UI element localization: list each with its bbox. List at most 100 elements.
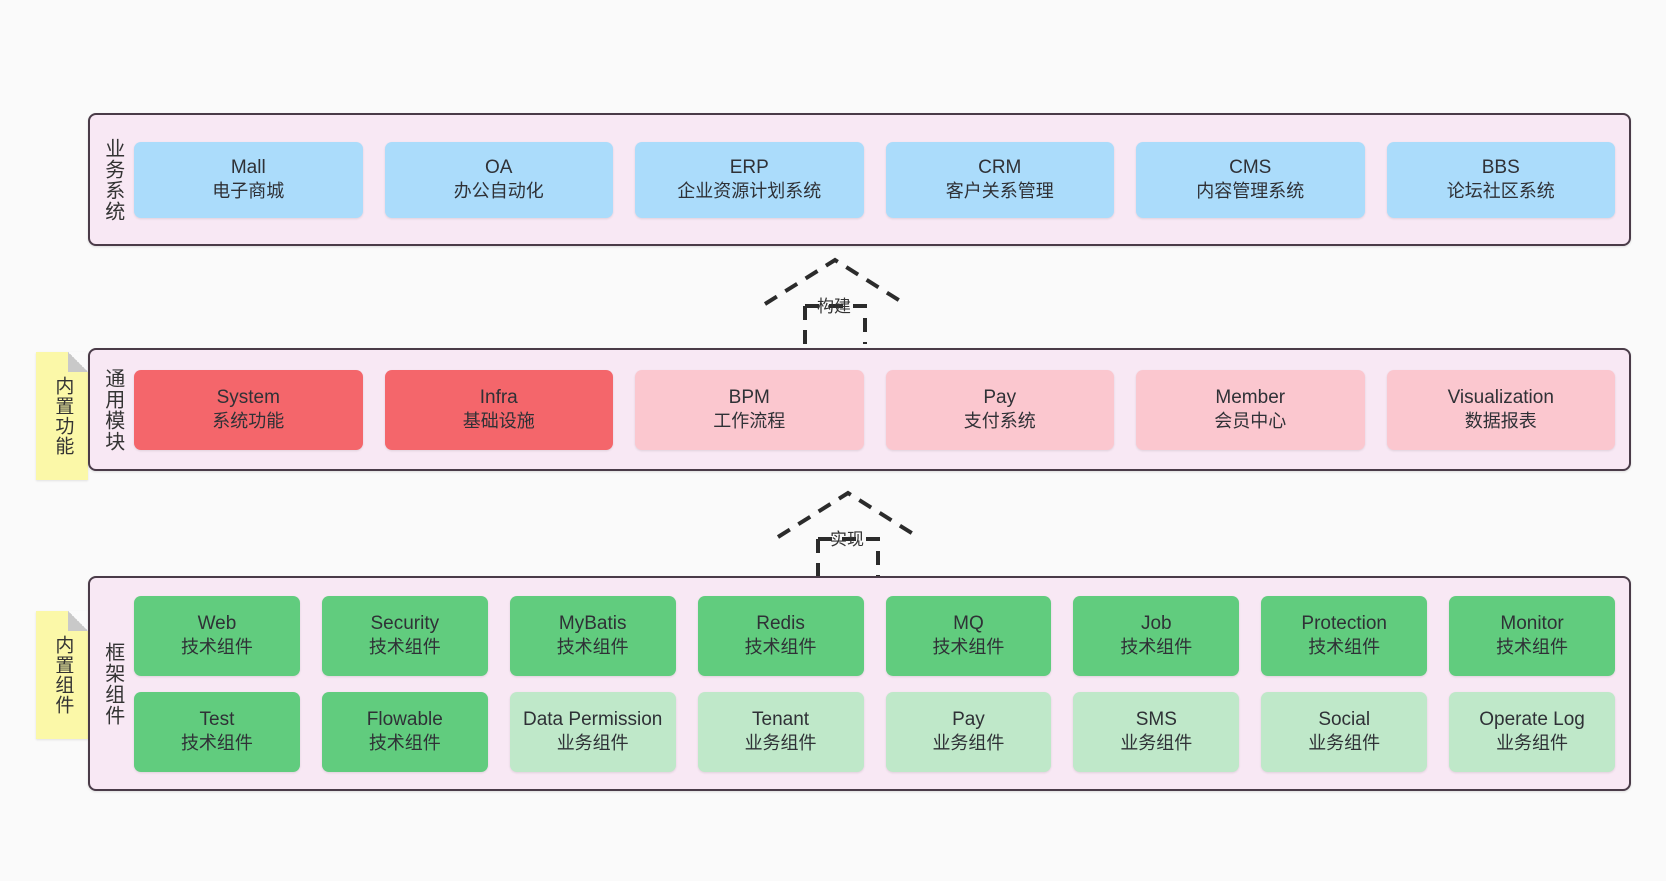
card-monitor[interactable]: Monitor 技术组件: [1449, 595, 1615, 676]
card-job-desc: 技术组件: [1120, 637, 1193, 658]
card-cms-name: CMS: [1229, 157, 1272, 179]
card-operate-log[interactable]: Operate Log 业务组件: [1449, 691, 1615, 772]
card-tenant-desc: 业务组件: [744, 733, 817, 754]
card-sms-name: SMS: [1135, 709, 1177, 731]
card-erp-desc: 企业资源计划系统: [677, 181, 822, 202]
layer-business-title: 业务系统: [101, 137, 124, 222]
card-operate-log-name: Operate Log: [1479, 709, 1585, 731]
card-data-permission[interactable]: Data Permission 业务组件: [509, 691, 676, 772]
card-social-desc: 业务组件: [1308, 733, 1381, 754]
card-test[interactable]: Test 技术组件: [134, 691, 300, 772]
layer-common-modules: 通用模块 System 系统功能 Infra 基础设施 BPM 工作流程 Pay…: [88, 348, 1631, 471]
layer-business-body: Mall 电子商城 OA 办公自动化 ERP 企业资源计划系统 CRM 客户关系…: [134, 115, 1629, 244]
card-redis[interactable]: Redis 技术组件: [697, 595, 864, 676]
card-crm-name: CRM: [978, 157, 1022, 179]
card-system-name: System: [216, 387, 280, 409]
card-data-permission-desc: 业务组件: [556, 733, 629, 754]
card-sms-desc: 业务组件: [1120, 733, 1193, 754]
arrow-build-label: 构建: [817, 297, 851, 316]
card-flowable-name: Flowable: [366, 709, 443, 731]
card-oa-name: OA: [485, 157, 513, 179]
card-monitor-name: Monitor: [1500, 613, 1564, 635]
card-pay-component-name: Pay: [952, 709, 985, 731]
card-protection[interactable]: Protection 技术组件: [1261, 595, 1428, 676]
card-security-name: Security: [370, 613, 440, 635]
card-mq[interactable]: MQ 技术组件: [885, 595, 1052, 676]
card-bbs[interactable]: BBS 论坛社区系统: [1386, 141, 1615, 218]
card-data-permission-name: Data Permission: [522, 709, 663, 731]
arrow-build: 构建: [755, 256, 915, 344]
card-bpm[interactable]: BPM 工作流程: [635, 369, 864, 450]
common-card-row: System 系统功能 Infra 基础设施 BPM 工作流程 Pay 支付系统…: [134, 369, 1615, 450]
card-test-name: Test: [199, 709, 235, 731]
card-cms-desc: 内容管理系统: [1196, 181, 1305, 202]
card-sms[interactable]: SMS 业务组件: [1073, 691, 1240, 772]
card-social-name: Social: [1318, 709, 1371, 731]
card-system-desc: 系统功能: [212, 411, 285, 432]
card-member-name: Member: [1215, 387, 1286, 409]
framework-tech-row: Web 技术组件 Security 技术组件 MyBatis 技术组件 Redi…: [134, 595, 1615, 676]
card-infra-desc: 基础设施: [462, 411, 535, 432]
layer-common-body: System 系统功能 Infra 基础设施 BPM 工作流程 Pay 支付系统…: [134, 350, 1629, 469]
card-visualization-desc: 数据报表: [1464, 411, 1537, 432]
card-bbs-desc: 论坛社区系统: [1446, 181, 1555, 202]
note-builtin-components: 内置组件: [36, 611, 88, 739]
framework-business-row: Test 技术组件 Flowable 技术组件 Data Permission …: [134, 691, 1615, 772]
card-tenant[interactable]: Tenant 业务组件: [697, 691, 864, 772]
card-pay-module[interactable]: Pay 支付系统: [885, 369, 1114, 450]
card-bbs-name: BBS: [1481, 157, 1520, 179]
card-erp[interactable]: ERP 企业资源计划系统: [635, 141, 864, 218]
card-mq-name: MQ: [953, 613, 984, 635]
arrow-build-icon: [763, 257, 907, 344]
card-mq-desc: 技术组件: [932, 637, 1005, 658]
card-flowable-desc: 技术组件: [368, 733, 441, 754]
card-oa-desc: 办公自动化: [453, 181, 544, 202]
card-oa[interactable]: OA 办公自动化: [384, 141, 613, 218]
card-infra[interactable]: Infra 基础设施: [384, 369, 613, 450]
card-mall-desc: 电子商城: [212, 181, 285, 202]
layer-business-systems: 业务系统 Mall 电子商城 OA 办公自动化 ERP 企业资源计划系统 CRM…: [88, 113, 1631, 246]
card-flowable[interactable]: Flowable 技术组件: [321, 691, 488, 772]
card-redis-name: Redis: [756, 613, 805, 635]
card-bpm-desc: 工作流程: [713, 411, 786, 432]
card-pay-module-name: Pay: [983, 387, 1017, 409]
card-tenant-name: Tenant: [752, 709, 810, 731]
card-bpm-name: BPM: [728, 387, 770, 409]
card-pay-component-desc: 业务组件: [932, 733, 1005, 754]
card-web-name: Web: [197, 613, 237, 635]
arrow-realize-icon: [776, 490, 920, 577]
layer-framework-body: Web 技术组件 Security 技术组件 MyBatis 技术组件 Redi…: [134, 578, 1629, 789]
card-visualization-name: Visualization: [1447, 387, 1554, 409]
card-member-desc: 会员中心: [1214, 411, 1287, 432]
card-mybatis[interactable]: MyBatis 技术组件: [509, 595, 676, 676]
arrow-realize: 实现: [768, 489, 928, 577]
card-mybatis-name: MyBatis: [558, 613, 627, 635]
layer-framework-components: 框架组件 Web 技术组件 Security 技术组件 MyBatis 技术组件…: [88, 576, 1631, 791]
card-monitor-desc: 技术组件: [1496, 637, 1569, 658]
layer-common-title: 通用模块: [101, 367, 124, 452]
card-job[interactable]: Job 技术组件: [1073, 595, 1240, 676]
card-security-desc: 技术组件: [368, 637, 441, 658]
card-erp-name: ERP: [729, 157, 769, 179]
card-visualization[interactable]: Visualization 数据报表: [1386, 369, 1615, 450]
card-web[interactable]: Web 技术组件: [134, 595, 300, 676]
card-mall-name: Mall: [230, 157, 266, 179]
card-pay-component[interactable]: Pay 业务组件: [885, 691, 1052, 772]
card-infra-name: Infra: [479, 387, 518, 409]
card-member[interactable]: Member 会员中心: [1136, 369, 1365, 450]
card-cms[interactable]: CMS 内容管理系统: [1136, 141, 1365, 218]
card-redis-desc: 技术组件: [744, 637, 817, 658]
business-card-row: Mall 电子商城 OA 办公自动化 ERP 企业资源计划系统 CRM 客户关系…: [134, 141, 1615, 218]
card-job-name: Job: [1140, 613, 1172, 635]
card-web-desc: 技术组件: [180, 637, 253, 658]
card-social[interactable]: Social 业务组件: [1261, 691, 1428, 772]
card-security[interactable]: Security 技术组件: [321, 595, 488, 676]
card-mall[interactable]: Mall 电子商城: [134, 141, 363, 218]
card-crm[interactable]: CRM 客户关系管理: [885, 141, 1114, 218]
card-protection-desc: 技术组件: [1308, 637, 1381, 658]
card-system[interactable]: System 系统功能: [134, 369, 363, 450]
card-operate-log-desc: 业务组件: [1496, 733, 1569, 754]
card-mybatis-desc: 技术组件: [556, 637, 629, 658]
note-builtin-features: 内置功能: [36, 352, 88, 480]
